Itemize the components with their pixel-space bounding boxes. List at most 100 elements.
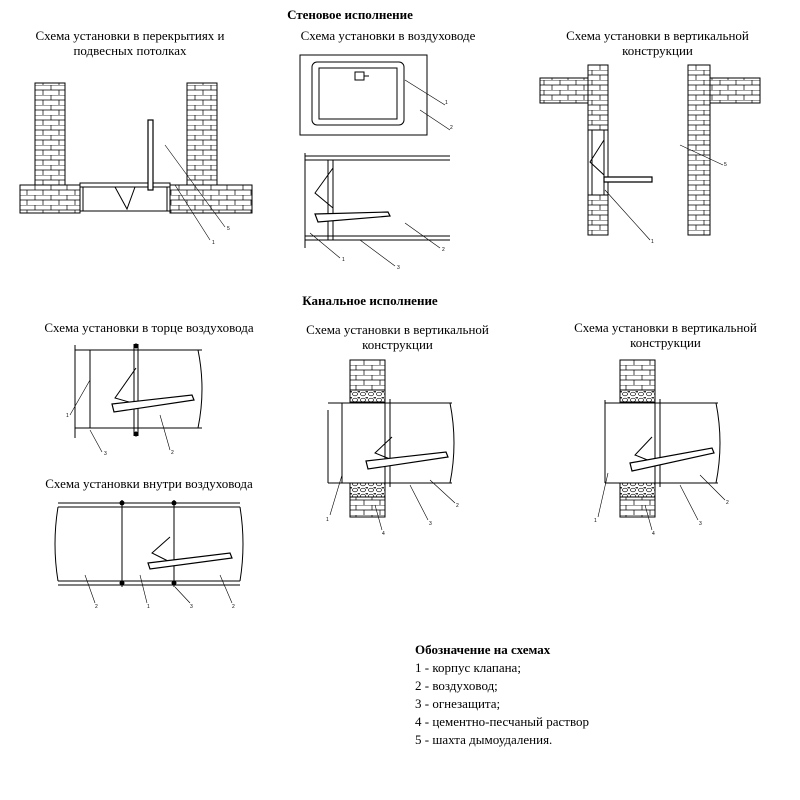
caption-ceiling-line2: подвесных потолках bbox=[73, 43, 187, 58]
duct-outer-frame bbox=[299, 54, 428, 136]
damper-blade bbox=[147, 552, 233, 570]
callout-2: 2 bbox=[456, 503, 459, 509]
caption-vertical-channel-1-line1: Схема установки в вертикальной bbox=[306, 322, 489, 337]
diagram-duct-side: 1 3 2 bbox=[304, 153, 450, 271]
leader-2-left bbox=[84, 574, 96, 604]
brick-beam-right bbox=[709, 77, 761, 104]
damper-blade bbox=[147, 119, 154, 191]
legend-item: 2 - воздуховод; bbox=[415, 678, 498, 693]
callout-1: 1 bbox=[326, 517, 329, 523]
actuator-box bbox=[354, 71, 365, 81]
callout-4: 4 bbox=[652, 531, 655, 537]
leader-3 bbox=[359, 239, 396, 267]
callout-4: 4 bbox=[382, 531, 385, 537]
brick-column-left bbox=[34, 82, 66, 186]
damper-frame bbox=[314, 167, 334, 209]
caption-vertical-channel-2-line2: конструкции bbox=[630, 335, 701, 350]
leader-1 bbox=[604, 189, 651, 241]
callout-5: 5 bbox=[724, 162, 727, 168]
brick-wall-top bbox=[349, 359, 386, 391]
leader-2 bbox=[419, 109, 451, 131]
mortar-bottom bbox=[619, 482, 656, 498]
caption-ceiling-line1: Схема установки в перекрытиях и bbox=[35, 28, 225, 43]
callout-1: 1 bbox=[594, 518, 597, 524]
callout-1: 1 bbox=[212, 240, 215, 246]
leader-1 bbox=[404, 79, 446, 106]
diagram-vertical-wall: 5 1 bbox=[539, 64, 761, 245]
leader-2 bbox=[699, 474, 726, 501]
mortar-top bbox=[349, 389, 386, 403]
caption-vertical-wall-line2: конструкции bbox=[622, 43, 693, 58]
brick-wall-bottom bbox=[619, 496, 656, 518]
leader-1 bbox=[69, 379, 91, 416]
caption-duct-end: Схема установки в торце воздуховода bbox=[44, 320, 254, 335]
callout-5: 5 bbox=[227, 226, 230, 232]
callout-3: 3 bbox=[397, 265, 400, 271]
callout-1: 1 bbox=[651, 239, 654, 245]
leader-4 bbox=[374, 504, 383, 531]
section-heading-wall: Стеновое исполнение bbox=[287, 7, 413, 22]
section-heading-channel: Канальное исполнение bbox=[302, 293, 438, 308]
callout-1: 1 bbox=[445, 100, 448, 106]
legend-item: 1 - корпус клапана; bbox=[415, 660, 521, 675]
brick-slab-left bbox=[19, 184, 81, 214]
callout-1: 1 bbox=[342, 257, 345, 263]
leader-5 bbox=[679, 144, 724, 166]
brick-wall-right bbox=[687, 64, 711, 236]
damper-frame bbox=[151, 536, 171, 562]
diagram-vertical-channel-1: 1 4 3 2 bbox=[326, 359, 459, 537]
leader-2-right bbox=[219, 574, 233, 604]
callout-1: 1 bbox=[66, 413, 69, 419]
caption-vertical-wall-line1: Схема установки в вертикальной bbox=[566, 28, 749, 43]
leader-1 bbox=[329, 474, 343, 516]
leader-3 bbox=[89, 429, 103, 453]
leader-1 bbox=[309, 232, 341, 259]
caption-vertical-wall: Схема установки в вертикальной конструкц… bbox=[535, 28, 780, 58]
leader-2 bbox=[429, 479, 456, 504]
diagram-duct-end: 1 3 2 bbox=[66, 343, 203, 457]
caption-vertical-channel-1-line2: конструкции bbox=[362, 337, 433, 352]
mortar-top bbox=[619, 389, 656, 403]
leader-4 bbox=[644, 504, 653, 531]
callout-2: 2 bbox=[171, 450, 174, 456]
valve-body bbox=[587, 129, 609, 196]
valve-body bbox=[79, 182, 171, 212]
damper-frame bbox=[374, 436, 393, 460]
caption-duct: Схема установки в воздуховоде bbox=[300, 28, 476, 43]
callout-2: 2 bbox=[726, 500, 729, 506]
caption-ceiling: Схема установки в перекрытиях и подвесны… bbox=[5, 28, 255, 58]
damper-blade bbox=[603, 176, 653, 183]
leader-2 bbox=[159, 414, 171, 451]
legend-title: Обозначение на схемах bbox=[415, 642, 551, 657]
diagram-duct-top: 1 2 bbox=[299, 54, 453, 136]
brick-wall-bottom bbox=[349, 496, 386, 518]
caption-vertical-channel-2: Схема установки в вертикальной конструкц… bbox=[548, 320, 783, 350]
damper-frame bbox=[114, 367, 137, 405]
leader-1 bbox=[174, 184, 211, 241]
caption-inside-duct: Схема установки внутри воздуховода bbox=[45, 476, 253, 491]
legend-item: 3 - огнезащита; bbox=[415, 696, 501, 711]
leader-1 bbox=[139, 574, 148, 604]
callout-2-left: 2 bbox=[95, 604, 98, 610]
mortar-bottom bbox=[349, 482, 386, 498]
callout-2-right: 2 bbox=[232, 604, 235, 610]
leader-2 bbox=[404, 222, 441, 249]
valve-flange bbox=[311, 61, 405, 126]
diagram-inside-duct: 2 1 3 2 bbox=[54, 500, 244, 610]
brick-wall-top bbox=[619, 359, 656, 391]
brick-slab-right bbox=[169, 184, 253, 214]
legend-item: 4 - цементно-песчаный раствор bbox=[415, 714, 590, 729]
callout-2: 2 bbox=[450, 125, 453, 131]
brick-column-right bbox=[186, 82, 218, 186]
damper-frame bbox=[589, 139, 605, 176]
leader-3 bbox=[679, 484, 699, 521]
brick-beam-left bbox=[539, 77, 589, 104]
legend-item: 5 - шахта дымоудаления. bbox=[415, 732, 553, 747]
callout-1: 1 bbox=[147, 604, 150, 610]
leader-5 bbox=[164, 144, 226, 228]
callout-3: 3 bbox=[190, 604, 193, 610]
legend: Обозначение на схемах 1 - корпус клапана… bbox=[415, 641, 589, 749]
damper-blade bbox=[111, 394, 195, 413]
damper-blade bbox=[314, 211, 391, 223]
leader-3 bbox=[409, 484, 429, 521]
